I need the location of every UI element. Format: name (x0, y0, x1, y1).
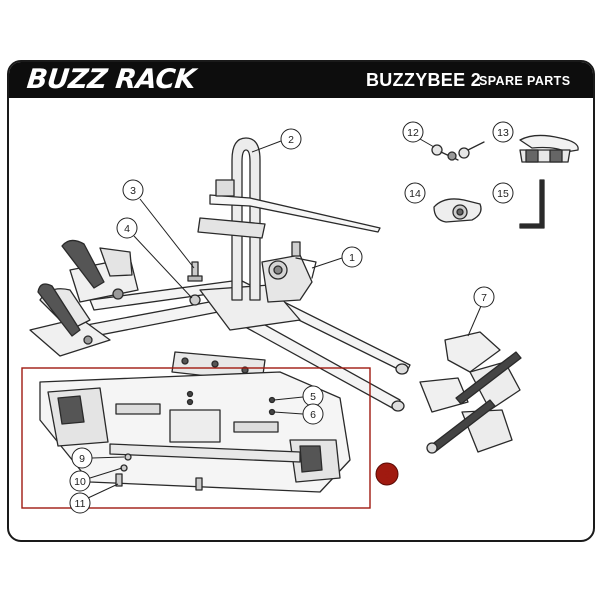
callout-7: 7 (467, 286, 495, 337)
svg-text:4: 4 (124, 223, 130, 235)
svg-text:11: 11 (75, 498, 86, 510)
strap (519, 134, 579, 163)
callout-4: 4 (116, 217, 193, 299)
lever-clamp (261, 241, 317, 303)
frame-bolts (187, 261, 203, 306)
svg-text:3: 3 (130, 185, 136, 197)
svg-text:15: 15 (497, 188, 509, 200)
svg-text:5: 5 (310, 391, 316, 403)
keys (431, 141, 485, 161)
callout-group: 1 2 3 4 5 (69, 121, 514, 514)
highlight-marker (375, 462, 399, 486)
callout-10: 10 (69, 467, 123, 492)
spare-wheel-holders (419, 331, 522, 454)
header-bar: BUZZ RACK BUZZYBEE 2 SPARE PARTS (9, 62, 593, 98)
callout-14: 14 (404, 182, 426, 204)
light-board-assembly (39, 371, 351, 493)
callout-3: 3 (122, 179, 195, 269)
callout-13: 13 (492, 121, 514, 143)
callout-12: 12 (402, 121, 435, 148)
svg-text:2: 2 (288, 134, 294, 146)
callout-2: 2 (251, 128, 302, 153)
svg-text:1: 1 (349, 252, 355, 264)
knob-nut (433, 198, 482, 223)
left-wheel-holders (29, 239, 139, 357)
callout-9: 9 (71, 447, 125, 469)
model-title: BUZZYBEE 2 (366, 70, 482, 90)
mast-arm (197, 137, 381, 301)
callout-5: 5 (273, 385, 324, 407)
callout-11: 11 (69, 483, 119, 514)
callout-6: 6 (273, 403, 324, 425)
allen-key (519, 179, 545, 229)
svg-text:13: 13 (497, 127, 509, 139)
section-title: SPARE PARTS (479, 74, 571, 88)
svg-text:12: 12 (407, 127, 419, 139)
svg-text:14: 14 (409, 188, 421, 200)
highlight-box (21, 367, 371, 509)
svg-text:6: 6 (310, 409, 316, 421)
svg-text:9: 9 (79, 453, 85, 465)
highlight-marker-label: 8 (384, 470, 390, 481)
callout-15: 15 (492, 182, 514, 204)
svg-text:10: 10 (74, 476, 86, 488)
callout-1: 1 (311, 246, 363, 269)
svg-text:7: 7 (481, 292, 487, 304)
